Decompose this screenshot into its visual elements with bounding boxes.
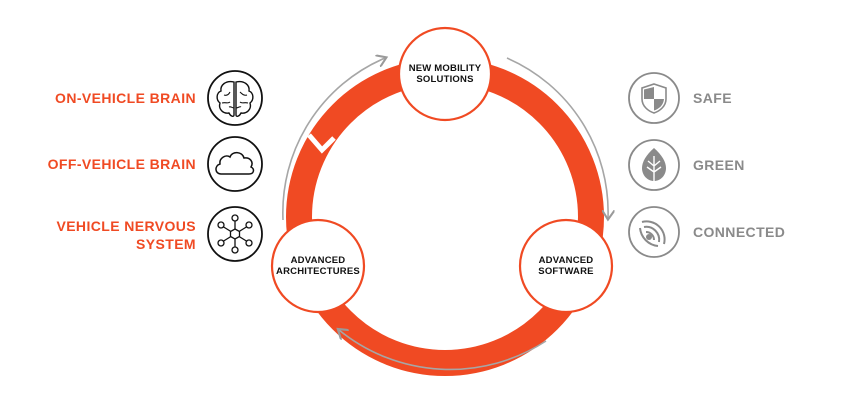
node-right-line1: ADVANCED [538, 255, 594, 266]
right-label-green: GREEN [693, 157, 745, 173]
shield-icon [628, 72, 680, 124]
right-label-connected: CONNECTED [693, 224, 786, 240]
node-right-line2: SOFTWARE [538, 266, 594, 277]
node-left-label: ADVANCED ARCHITECTURES [268, 255, 368, 277]
node-left-line2: ARCHITECTURES [276, 266, 360, 277]
ring-chevron [307, 133, 336, 154]
network-icon [207, 206, 263, 262]
brain-icon [207, 70, 263, 126]
left-label-vehicle-nervous-system: VEHICLE NERVOUS SYSTEM [56, 217, 196, 253]
node-top-label: NEW MOBILITY SOLUTIONS [395, 63, 495, 85]
cloud-icon [207, 136, 263, 192]
node-top-line1: NEW MOBILITY [408, 63, 482, 74]
node-right-label: ADVANCED SOFTWARE [516, 255, 616, 277]
left-label-line2: SYSTEM [136, 236, 196, 252]
arrow-left-to-top [282, 58, 385, 221]
left-label-off-vehicle-brain: OFF-VEHICLE BRAIN [47, 156, 196, 172]
left-label-on-vehicle-brain: ON-VEHICLE BRAIN [55, 90, 196, 106]
node-top-line2: SOLUTIONS [416, 74, 474, 85]
right-label-safe: SAFE [693, 90, 732, 106]
signal-icon [628, 206, 680, 258]
node-right-circle [518, 218, 614, 314]
left-label-line1: VEHICLE NERVOUS [56, 218, 196, 234]
node-left-line1: ADVANCED [290, 255, 346, 266]
node-left-circle [270, 218, 366, 314]
arrow-top-to-right [506, 57, 608, 218]
arrow-right-to-left [339, 330, 547, 371]
node-top-circle [397, 26, 493, 122]
leaf-icon [628, 139, 680, 191]
